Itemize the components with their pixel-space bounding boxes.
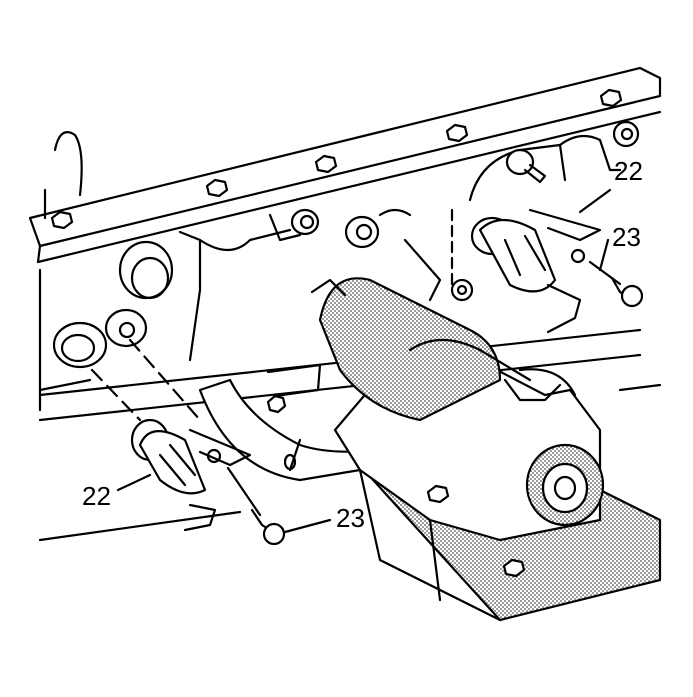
bottom-left-sensor — [90, 338, 252, 532]
block-boss-5 — [505, 148, 547, 184]
leader-line-top-22 — [578, 188, 612, 214]
rail-bolt-2 — [205, 178, 229, 198]
jack-fixture — [310, 277, 662, 622]
top-right-bolt — [588, 260, 644, 308]
leader-line-top-23 — [598, 238, 610, 272]
block-boss-6 — [450, 278, 474, 302]
block-boss-3 — [344, 215, 380, 249]
top-right-sensor — [403, 208, 602, 334]
leader-line-bottom-22 — [116, 473, 152, 492]
block-boss-2 — [290, 208, 320, 236]
callout-top-22: 22 — [614, 156, 643, 186]
callout-top-23: 23 — [612, 222, 641, 252]
block-boss-4 — [612, 120, 640, 148]
callout-bottom-23: 23 — [336, 503, 365, 533]
rail-bolt-4 — [445, 123, 469, 143]
callout-bottom-22: 22 — [82, 481, 111, 511]
rail-bolt-3 — [314, 154, 338, 174]
bottom-left-bolt — [226, 466, 286, 546]
rail-bolt-5 — [599, 88, 623, 108]
leader-line-bottom-23 — [283, 518, 332, 534]
block-boss-1 — [118, 240, 174, 300]
lower-left-boss — [52, 308, 148, 369]
rail-bolt-1 — [50, 210, 74, 230]
upper-rail — [28, 66, 662, 264]
